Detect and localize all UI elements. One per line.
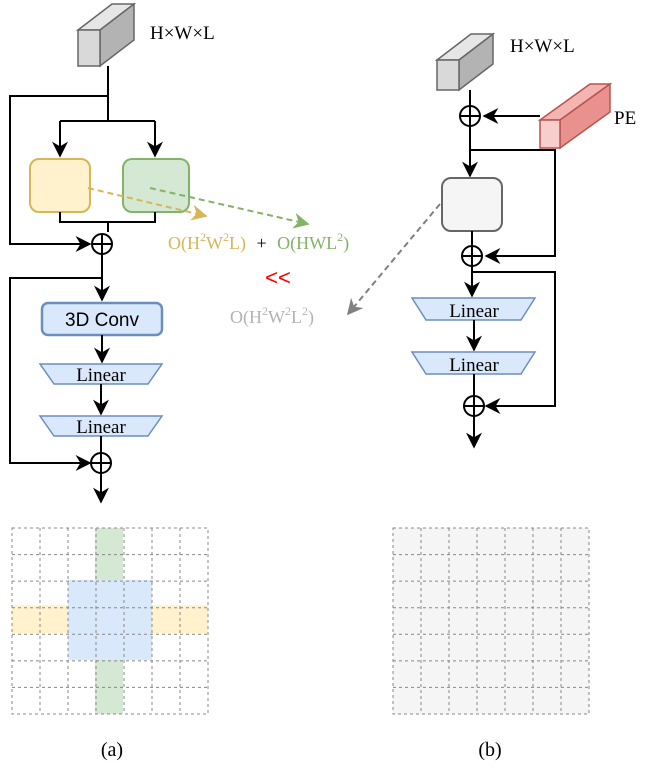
complexity-right: O(H2W2L2): [230, 304, 314, 328]
caption-b: (b): [478, 739, 501, 761]
right-add-pe: [459, 105, 481, 127]
left-input-label: H×W×L: [150, 23, 215, 44]
right-input-label: H×W×L: [510, 36, 575, 57]
green-attention-block: [122, 158, 190, 213]
right-add-2: [463, 395, 485, 417]
left-linear-2-label: Linear: [76, 417, 126, 438]
left-input-cube: [75, 2, 137, 68]
left-linear-2-block: [38, 415, 164, 437]
right-linear-1-label: Linear: [449, 301, 499, 322]
right-linear-2-label: Linear: [449, 355, 499, 376]
right-add-1: [461, 245, 483, 267]
right-attention-grid: [392, 527, 590, 715]
complexity-left: O(H2W2L) + O(HWL2): [168, 230, 349, 254]
left-linear-1-label: Linear: [76, 365, 126, 386]
left-linear-1-block: [38, 363, 164, 385]
caption-a: (a): [101, 739, 123, 761]
left-add-1: [91, 233, 113, 255]
right-linear-2-block: [410, 351, 537, 375]
gray-attention-block: [441, 177, 503, 232]
pe-label: PE: [614, 108, 636, 129]
much-less-than: <<: [265, 265, 291, 290]
left-add-2: [90, 452, 112, 474]
yellow-attention-block: [29, 158, 91, 213]
left-attention-grid: [11, 527, 209, 715]
right-linear-1-block: [410, 297, 537, 321]
conv3d-label: 3D Conv: [65, 310, 139, 331]
pe-cube: [537, 82, 613, 150]
right-input-cube: [434, 32, 496, 92]
